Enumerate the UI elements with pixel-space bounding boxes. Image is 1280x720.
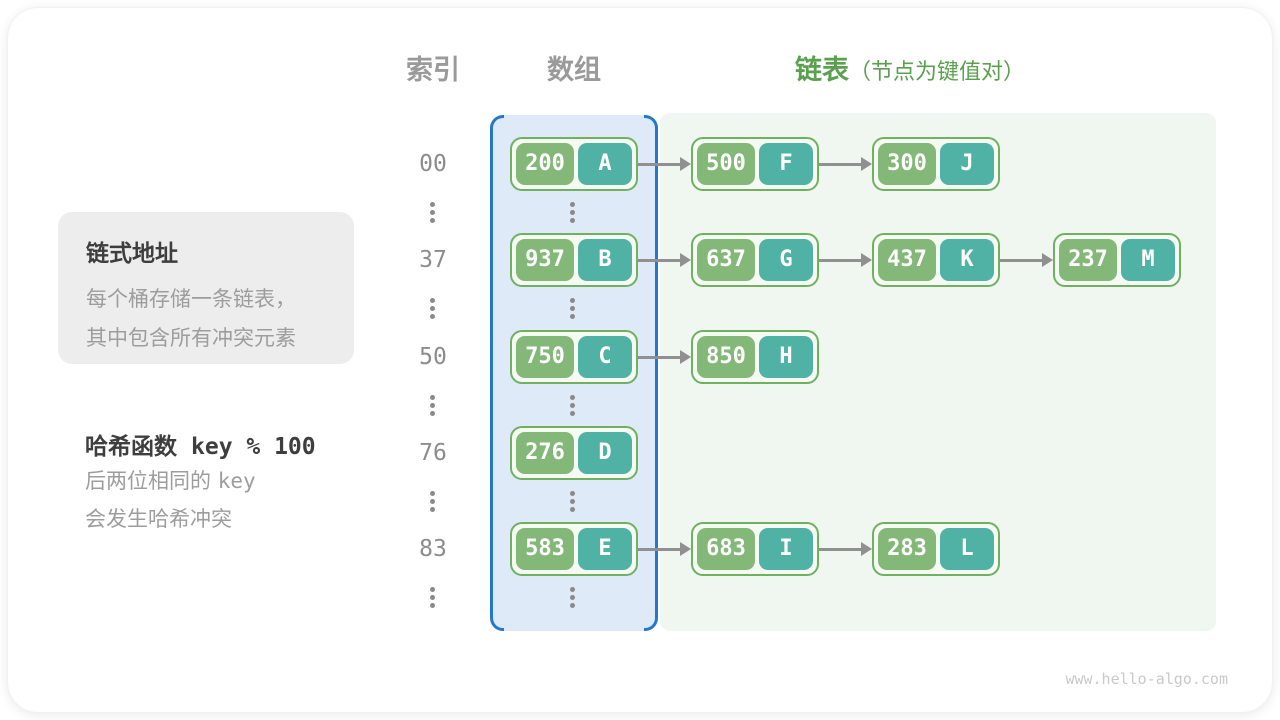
index-label: 50 — [419, 344, 447, 370]
value-cell: C — [578, 336, 632, 378]
value-cell: I — [759, 528, 813, 570]
header-index: 索引 — [406, 55, 460, 86]
bucket-node: 750 C — [510, 330, 638, 384]
bucket-node: 937 B — [510, 233, 638, 287]
key-cell: 850 — [697, 336, 755, 378]
arrow-right-icon — [638, 541, 691, 557]
header-array: 数组 — [547, 55, 601, 86]
vertical-ellipsis-icon — [570, 587, 575, 608]
value-cell: E — [578, 528, 632, 570]
value-cell: G — [759, 239, 813, 281]
key-cell: 300 — [878, 143, 936, 185]
key-code-inline: key — [217, 469, 256, 493]
arrow-right-icon — [638, 349, 691, 365]
value-cell: A — [578, 143, 632, 185]
header-linked-list-note: （节点为键值对） — [849, 60, 1026, 85]
chain-node: 283 L — [872, 522, 1000, 576]
vertical-ellipsis-icon — [570, 202, 575, 223]
key-cell: 283 — [878, 528, 936, 570]
value-cell: L — [940, 528, 994, 570]
index-label: 37 — [419, 247, 447, 273]
value-cell: H — [759, 336, 813, 378]
index-label: 83 — [419, 536, 447, 562]
index-label: 00 — [419, 151, 447, 177]
vertical-ellipsis-icon — [430, 202, 435, 223]
hash-note-line: 后两位相同的 key — [85, 469, 256, 493]
value-cell: F — [759, 143, 813, 185]
vertical-ellipsis-icon — [430, 491, 435, 512]
hash-function-note: 哈希函数 key % 100 后两位相同的 key 会发生哈希冲突 — [85, 432, 316, 538]
watermark: www.hello-algo.com — [1065, 670, 1228, 688]
key-cell: 437 — [878, 239, 936, 281]
value-cell: M — [1121, 239, 1175, 281]
chain-node: 850 H — [691, 330, 819, 384]
hash-function-label: 哈希函数 — [85, 434, 177, 460]
arrow-right-icon — [638, 156, 691, 172]
key-cell: 937 — [516, 239, 574, 281]
key-cell: 276 — [516, 432, 574, 474]
vertical-ellipsis-icon — [430, 587, 435, 608]
key-cell: 500 — [697, 143, 755, 185]
hash-function-code: key % 100 — [191, 434, 316, 460]
arrow-right-icon — [819, 541, 872, 557]
chain-node: 237 M — [1053, 233, 1181, 287]
info-box-line: 其中包含所有冲突元素 — [86, 326, 296, 350]
info-box-line: 每个桶存储一条链表， — [86, 287, 296, 311]
chain-node: 500 F — [691, 137, 819, 191]
vertical-ellipsis-icon — [430, 395, 435, 416]
value-cell: B — [578, 239, 632, 281]
header-linked-list-label: 链表 — [795, 55, 849, 86]
arrow-right-icon — [819, 156, 872, 172]
value-cell: J — [940, 143, 994, 185]
chain-node: 437 K — [872, 233, 1000, 287]
hash-note-line: 会发生哈希冲突 — [85, 507, 232, 531]
key-cell: 750 — [516, 336, 574, 378]
arrow-right-icon — [638, 252, 691, 268]
index-label: 76 — [419, 440, 447, 466]
array-bracket-right-icon — [644, 115, 658, 631]
arrow-right-icon — [1000, 252, 1053, 268]
header-linked-list: 链表（节点为键值对） — [795, 54, 1025, 88]
key-cell: 583 — [516, 528, 574, 570]
hash-function-title: 哈希函数 key % 100 — [85, 432, 316, 462]
vertical-ellipsis-icon — [570, 491, 575, 512]
value-cell: D — [578, 432, 632, 474]
vertical-ellipsis-icon — [570, 395, 575, 416]
array-bracket-left-icon — [490, 115, 504, 631]
bucket-node: 583 E — [510, 522, 638, 576]
value-cell: K — [940, 239, 994, 281]
key-cell: 637 — [697, 239, 755, 281]
chain-node: 637 G — [691, 233, 819, 287]
key-cell: 200 — [516, 143, 574, 185]
chain-node: 300 J — [872, 137, 1000, 191]
key-cell: 237 — [1059, 239, 1117, 281]
vertical-ellipsis-icon — [430, 298, 435, 319]
info-box-title: 链式地址 — [86, 241, 178, 267]
chain-node: 683 I — [691, 522, 819, 576]
bucket-node: 200 A — [510, 137, 638, 191]
bucket-node: 276 D — [510, 426, 638, 480]
chaining-info-box: 链式地址 每个桶存储一条链表， 其中包含所有冲突元素 — [58, 212, 354, 364]
vertical-ellipsis-icon — [570, 298, 575, 319]
key-cell: 683 — [697, 528, 755, 570]
arrow-right-icon — [819, 252, 872, 268]
